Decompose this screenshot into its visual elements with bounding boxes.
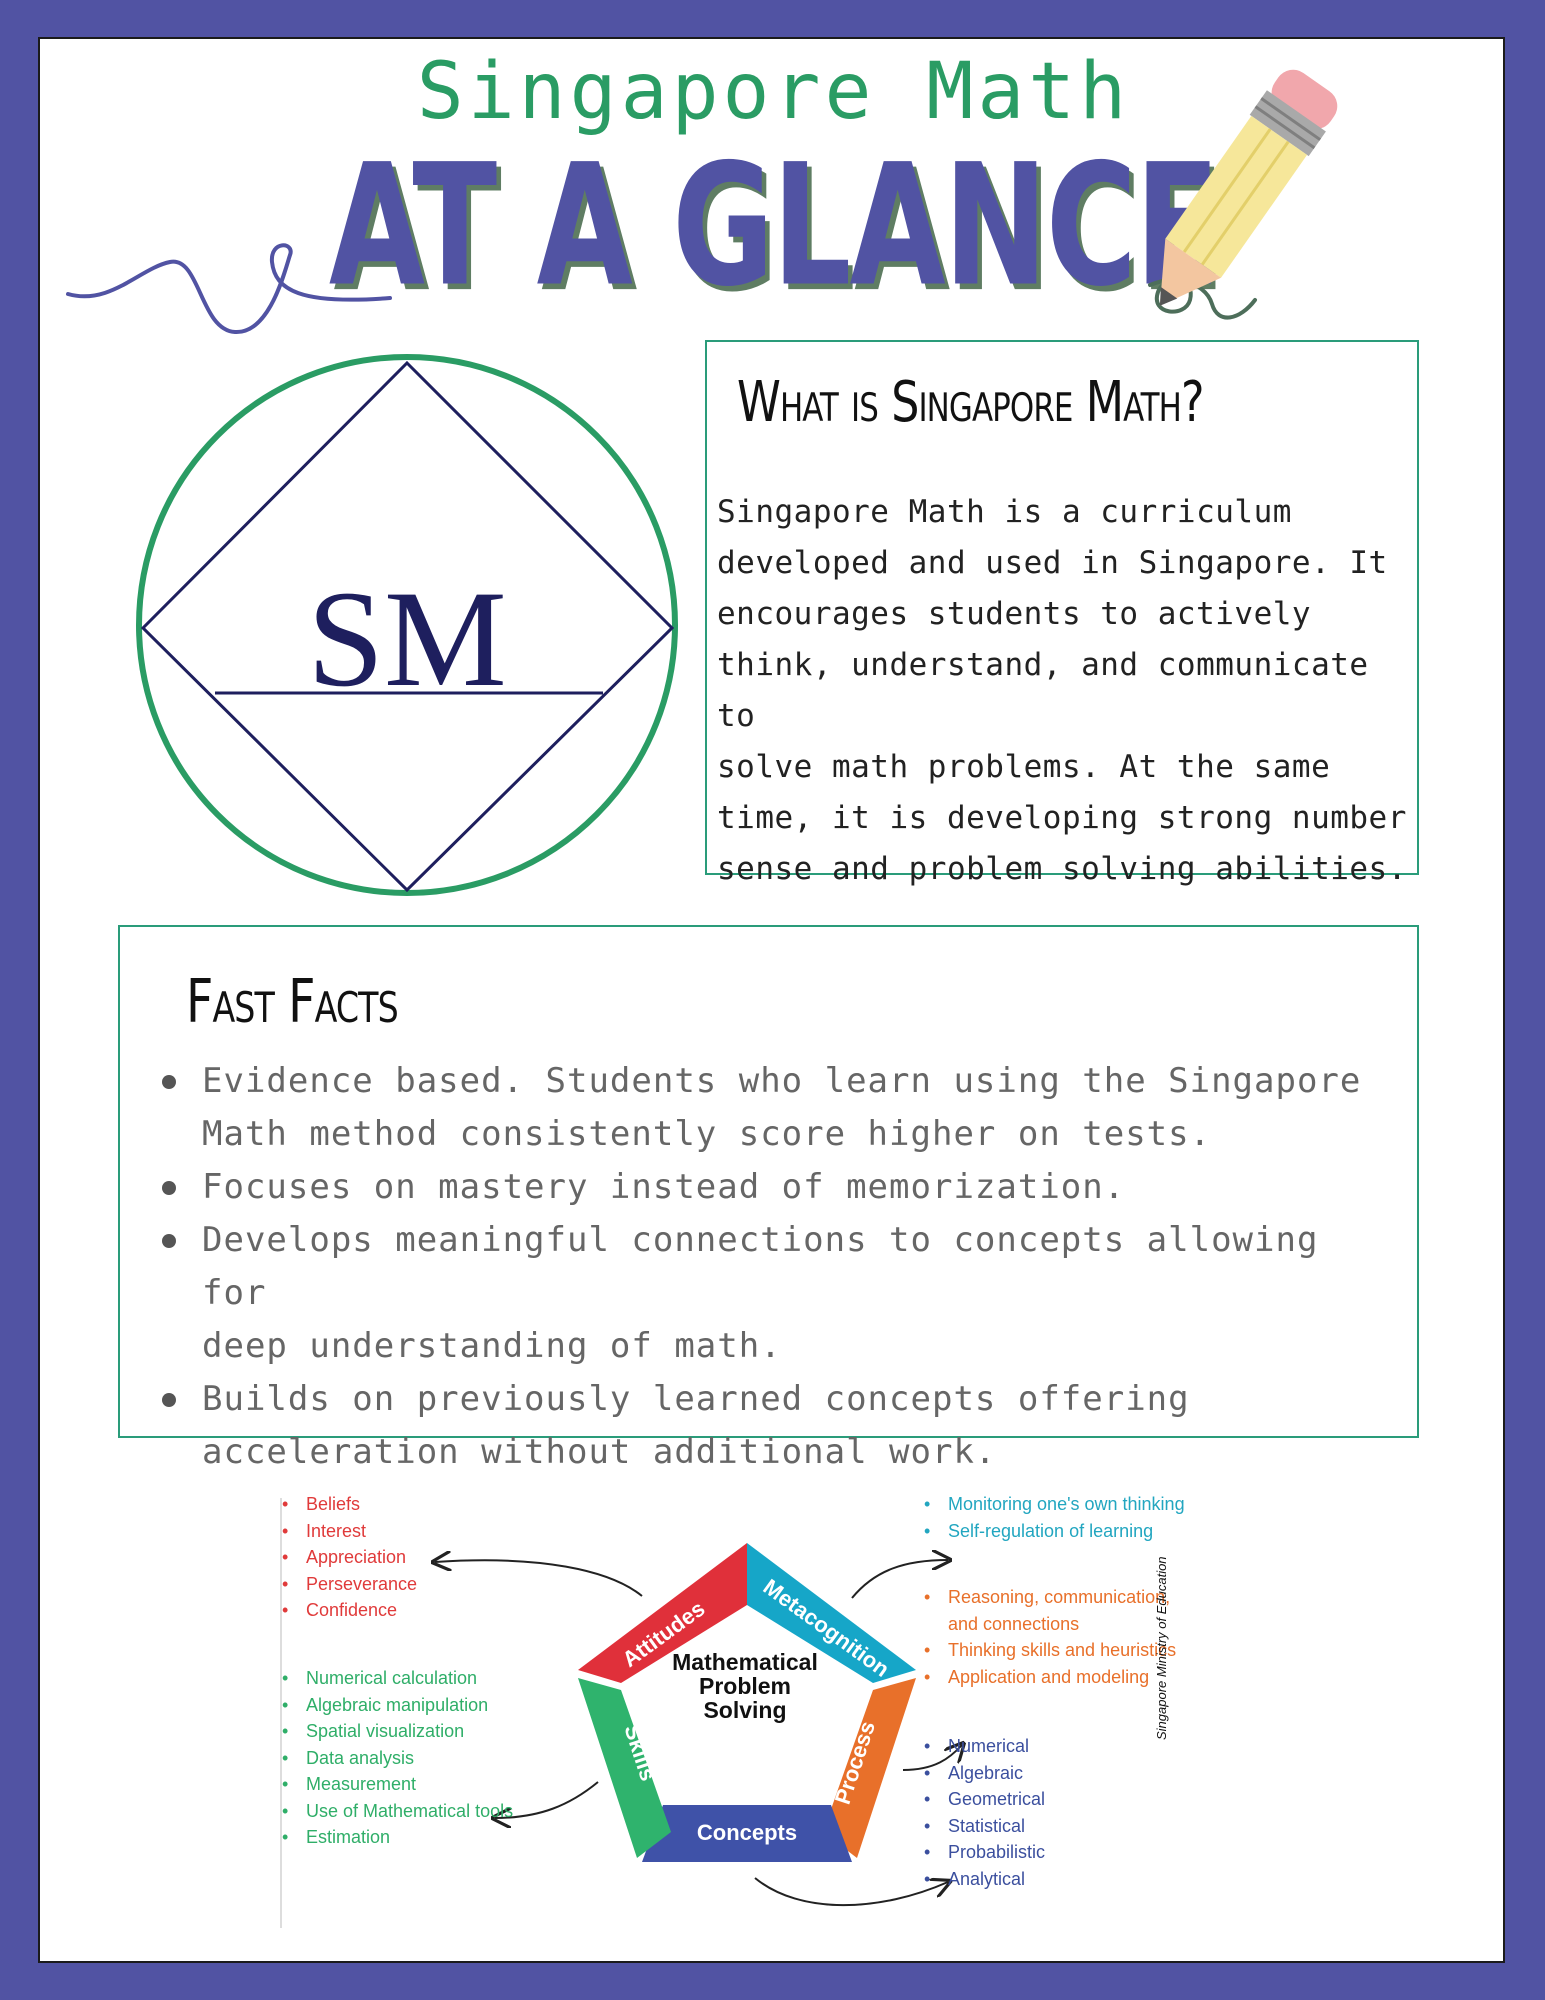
list-item: Measurement — [278, 1771, 513, 1798]
logo-text: SM — [307, 562, 506, 715]
bullet-icon — [162, 1393, 176, 1407]
list-item: Algebraic — [920, 1760, 1045, 1787]
list-item: Estimation — [278, 1824, 513, 1851]
list-item: and connections — [948, 1613, 1080, 1634]
bullet-icon — [162, 1181, 176, 1195]
skills-list: Numerical calculation Algebraic manipula… — [278, 1665, 513, 1851]
what-is-body: Singapore Math is a curriculum developed… — [717, 487, 1417, 895]
what-line: developed and used in Singapore. It — [717, 545, 1388, 581]
list-item: Builds on previously learned concepts of… — [160, 1373, 1400, 1479]
list-item: Perseverance — [278, 1571, 417, 1598]
logo-diamond — [140, 360, 675, 893]
framework-center-label: Mathematical Problem Solving — [672, 1649, 818, 1723]
list-item: Beliefs — [278, 1491, 417, 1518]
poster-title: AT A GLANCE — [328, 129, 1220, 324]
logo-circle — [136, 354, 678, 896]
list-item: Confidence — [278, 1597, 417, 1624]
list-item: Develops meaningful connections to conce… — [160, 1214, 1400, 1373]
list-item: Self-regulation of learning — [920, 1518, 1185, 1545]
what-is-box: What is Singapore Math? Singapore Math i… — [705, 340, 1419, 887]
list-item: Interest — [278, 1518, 417, 1545]
title-decoration — [66, 69, 1338, 335]
list-item: Evidence based. Students who learn using… — [160, 1055, 1400, 1161]
list-item: Algebraic manipulation — [278, 1692, 513, 1719]
fast-facts-box: Fast Facts Evidence based. Students who … — [118, 925, 1419, 1472]
list-item: Use of Mathematical tools — [278, 1798, 513, 1825]
list-item: Reasoning, communication, — [920, 1584, 1176, 1611]
poster-subtitle: Singapore Math — [416, 47, 1131, 137]
pencil-icon — [1159, 69, 1338, 306]
concepts-list: Numerical Algebraic Geometrical Statisti… — [920, 1733, 1045, 1892]
what-line: Singapore Math is a curriculum — [717, 494, 1292, 530]
what-line: sense and problem solving abilities. — [717, 851, 1407, 887]
list-item: Numerical — [920, 1733, 1045, 1760]
list-item: Probabilistic — [920, 1839, 1045, 1866]
list-item: Focuses on mastery instead of memorizati… — [160, 1161, 1400, 1214]
list-item: Appreciation — [278, 1544, 417, 1571]
list-item: Geometrical — [920, 1786, 1045, 1813]
source-credit: Singapore Ministry of Education — [1154, 1556, 1169, 1740]
bullet-icon — [162, 1234, 176, 1248]
fast-facts-list: Evidence based. Students who learn using… — [160, 1055, 1400, 1479]
list-item: Monitoring one's own thinking — [920, 1491, 1185, 1518]
list-item: Spatial visualization — [278, 1718, 513, 1745]
list-item: Thinking skills and heuristics — [920, 1637, 1176, 1664]
what-line: encourages students to actively — [717, 596, 1312, 632]
process-list: Reasoning, communication, and connection… — [920, 1584, 1176, 1690]
bullet-icon — [162, 1075, 176, 1089]
list-item: Analytical — [920, 1866, 1045, 1893]
attitudes-list: Beliefs Interest Appreciation Perseveran… — [278, 1491, 417, 1624]
left-swirl — [66, 243, 392, 335]
list-item: Numerical calculation — [278, 1665, 513, 1692]
sm-logo: SM — [136, 354, 678, 896]
what-line: think, understand, and communicate to — [717, 647, 1369, 734]
what-is-heading: What is Singapore Math? — [737, 370, 1205, 435]
metacognition-list: Monitoring one's own thinking Self-regul… — [920, 1491, 1185, 1544]
what-line: time, it is developing strong number — [717, 800, 1407, 836]
what-line: solve math problems. At the same — [717, 749, 1331, 785]
list-item: Application and modeling — [920, 1664, 1176, 1691]
list-item: Statistical — [920, 1813, 1045, 1840]
fast-facts-heading: Fast Facts — [186, 967, 399, 1037]
list-item: Data analysis — [278, 1745, 513, 1772]
